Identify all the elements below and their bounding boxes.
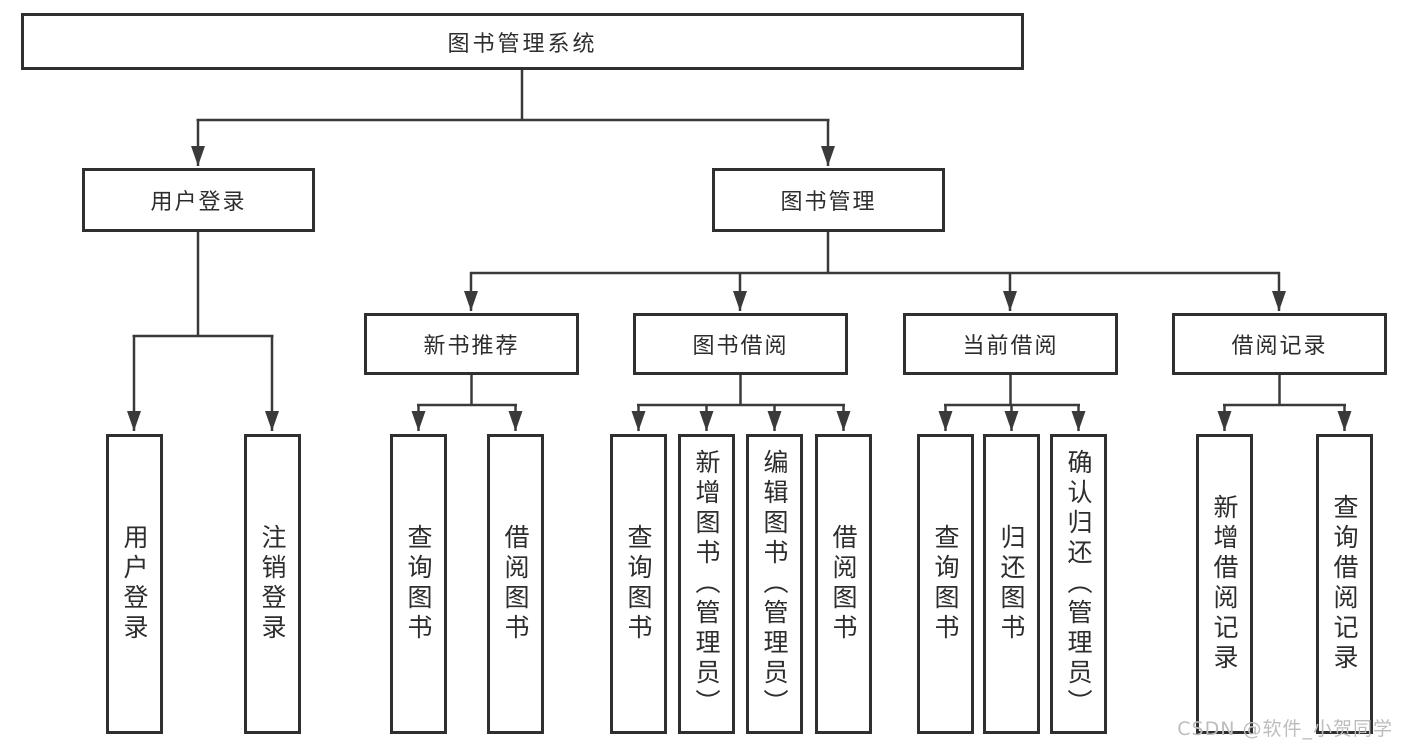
leaf-add-book-admin: 新增图书（管理员） [678, 434, 735, 734]
leaf-confirm-return-admin: 确认归还（管理员） [1050, 434, 1107, 734]
node-label: 查询图书 [404, 524, 433, 644]
leaf-logout-login: 注销登录 [244, 434, 301, 734]
node-book-borrowing: 图书借阅 [633, 313, 848, 375]
node-label: 确认归还（管理员） [1064, 449, 1093, 719]
connector-borrowing-to-leaves [631, 375, 851, 431]
node-label: 新增图书（管理员） [692, 449, 721, 719]
node-label: 用户登录 [120, 524, 149, 644]
connector-root-to-level2 [191, 68, 835, 166]
connector-userlogin-to-leaves [127, 232, 279, 431]
node-book-management: 图书管理 [712, 168, 945, 232]
leaf-user-login: 用户登录 [106, 434, 163, 734]
node-label: 用户登录 [150, 190, 247, 215]
node-label: 新增借阅记录 [1210, 494, 1239, 674]
node-label: 当前借阅 [962, 334, 1059, 359]
node-current-borrowing: 当前借阅 [903, 313, 1118, 375]
node-borrowing-records: 借阅记录 [1172, 313, 1387, 375]
node-label: 借阅图书 [501, 524, 530, 644]
connector-newbook-to-leaves [411, 375, 523, 431]
leaf-query-books-borrowing: 查询图书 [610, 434, 667, 734]
connector-records-to-leaves [1217, 375, 1352, 431]
node-label: 借阅记录 [1231, 334, 1328, 359]
node-label: 注销登录 [258, 524, 287, 644]
connector-current-to-leaves [938, 375, 1086, 431]
node-label: 查询借阅记录 [1330, 494, 1359, 674]
leaf-return-book: 归还图书 [983, 434, 1040, 734]
node-label: 查询图书 [624, 524, 653, 644]
leaf-query-borrow-record: 查询借阅记录 [1316, 434, 1373, 734]
node-label: 图书管理系统 [447, 31, 598, 57]
node-label: 图书管理 [780, 190, 877, 215]
node-label: 图书借阅 [692, 334, 789, 359]
leaf-query-books-current: 查询图书 [917, 434, 974, 734]
node-label: 归还图书 [997, 524, 1026, 644]
leaf-borrow-books-borrowing: 借阅图书 [815, 434, 872, 734]
node-new-book-recommend: 新书推荐 [364, 313, 579, 375]
csdn-watermark: CSDN @软件_小贺同学 [1177, 718, 1393, 740]
node-label: 新书推荐 [423, 334, 520, 359]
node-user-login-branch: 用户登录 [82, 168, 315, 232]
leaf-add-borrow-record: 新增借阅记录 [1196, 434, 1253, 734]
node-label: 借阅图书 [829, 524, 858, 644]
leaf-edit-book-admin: 编辑图书（管理员） [746, 434, 803, 734]
connector-bookmgmt-to-level3 [464, 232, 1286, 311]
node-library-management-system: 图书管理系统 [21, 13, 1024, 70]
node-label: 查询图书 [931, 524, 960, 644]
leaf-query-books-newrec: 查询图书 [390, 434, 447, 734]
leaf-borrow-books-newrec: 借阅图书 [487, 434, 544, 734]
node-label: 编辑图书（管理员） [760, 449, 789, 719]
